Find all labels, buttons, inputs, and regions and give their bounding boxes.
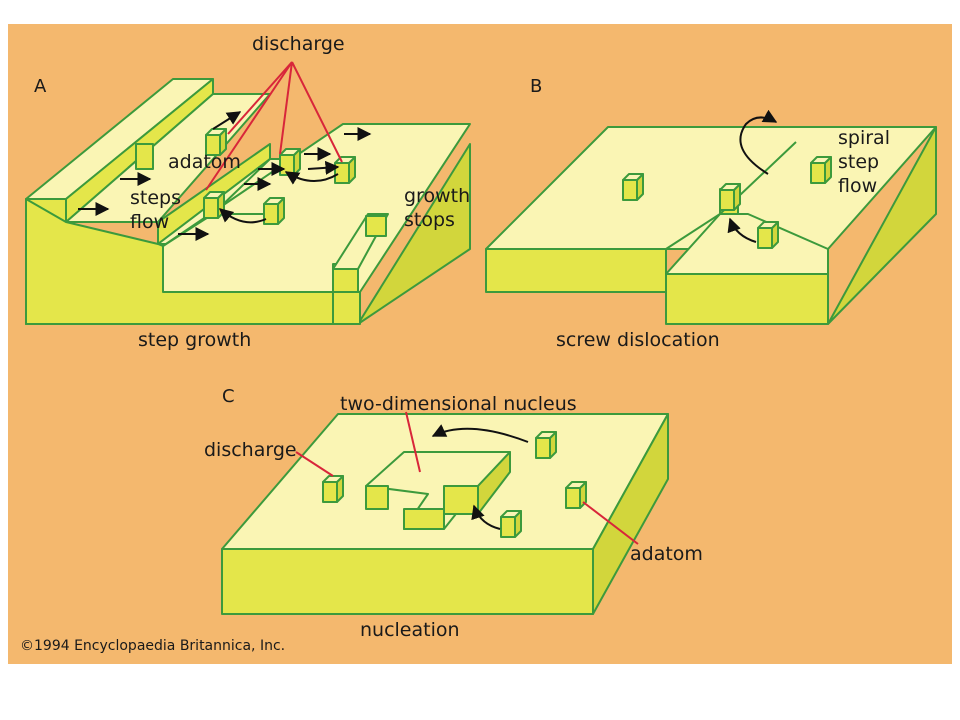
copyright-text: ©1994 Encyclopaedia Britannica, Inc. (20, 638, 285, 654)
panel-c-nucleation (221, 411, 669, 615)
a-steps-label: steps (130, 187, 181, 209)
c-nucleus-label: two-dimensional nucleus (340, 393, 577, 415)
panel-a-letter: A (34, 76, 47, 97)
a-adatom-label: adatom (168, 151, 241, 173)
panel-c-caption: nucleation (360, 619, 460, 641)
b-flow-label: flow (838, 175, 877, 197)
panel-a-caption: step growth (138, 329, 251, 351)
panel-b-screw-dislocation (485, 109, 937, 325)
panel-a-step-growth (25, 61, 471, 325)
crystal-growth-figure: A B C step growth screw dislocation nucl… (8, 24, 952, 664)
b-spiral-label: spiral (838, 127, 890, 149)
b-step-label: step (838, 151, 879, 173)
a-stops-label: stops (404, 209, 455, 231)
panel-b-letter: B (530, 76, 542, 97)
panel-c-letter: C (222, 386, 235, 407)
a-growth-label: growth (404, 185, 470, 207)
c-discharge-label: discharge (204, 439, 297, 461)
panel-b-caption: screw dislocation (556, 329, 720, 351)
a-discharge-label: discharge (252, 33, 345, 55)
c-adatom-label: adatom (630, 543, 703, 565)
a-flow-label: flow (130, 211, 169, 233)
